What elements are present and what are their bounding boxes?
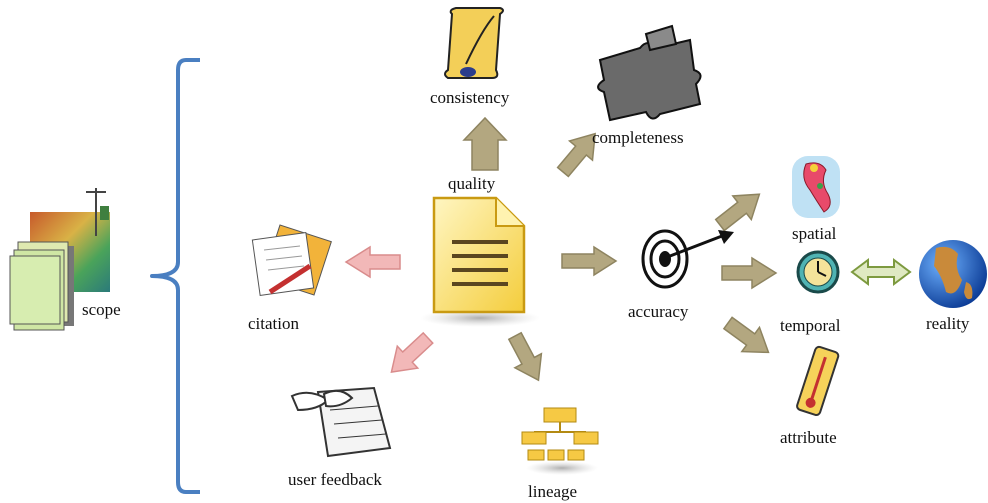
user-feedback-label: user feedback (288, 470, 382, 489)
clock-icon (796, 250, 840, 294)
quality-document-icon (420, 196, 540, 327)
citation-papers-icon (251, 224, 332, 297)
scroll-quill-icon (444, 7, 504, 79)
arrow-to-citation (344, 245, 401, 279)
lineage-label: lineage (528, 482, 578, 501)
scope-bracket (150, 58, 200, 494)
arrow-to-attribute (722, 316, 770, 354)
consistency-label: consistency (430, 88, 510, 107)
citation-label: citation (248, 314, 299, 333)
target-dart-icon (641, 229, 734, 289)
temporal-label: temporal (780, 316, 841, 335)
arrow-to-user-feedback (390, 331, 434, 374)
lineage-tree-icon (521, 407, 599, 475)
quality-label: quality (448, 174, 496, 193)
completeness-label: completeness (592, 128, 684, 147)
accuracy-label: accuracy (628, 302, 689, 321)
thermometer-icon (796, 345, 840, 417)
keyboard-hands-icon (290, 386, 392, 458)
italy-map-icon (792, 156, 840, 218)
arrow-to-spatial (714, 193, 761, 232)
globe-icon (919, 240, 987, 308)
reality-label: reality (926, 314, 970, 333)
arrow-to-temporal (721, 256, 778, 290)
arrow-temporal-reality (850, 258, 912, 286)
arrow-to-lineage (507, 331, 543, 382)
olive-arrows (462, 116, 778, 382)
pink-arrows (344, 245, 434, 374)
attribute-label: attribute (780, 428, 837, 447)
puzzle-pieces-icon (597, 24, 702, 122)
spatial-label: spatial (792, 224, 837, 243)
arrow-to-consistency (462, 116, 508, 171)
arrow-to-accuracy (561, 245, 618, 277)
scope-icon (9, 188, 110, 331)
arrow-to-completeness (556, 132, 596, 178)
scope-label: scope (82, 300, 121, 319)
